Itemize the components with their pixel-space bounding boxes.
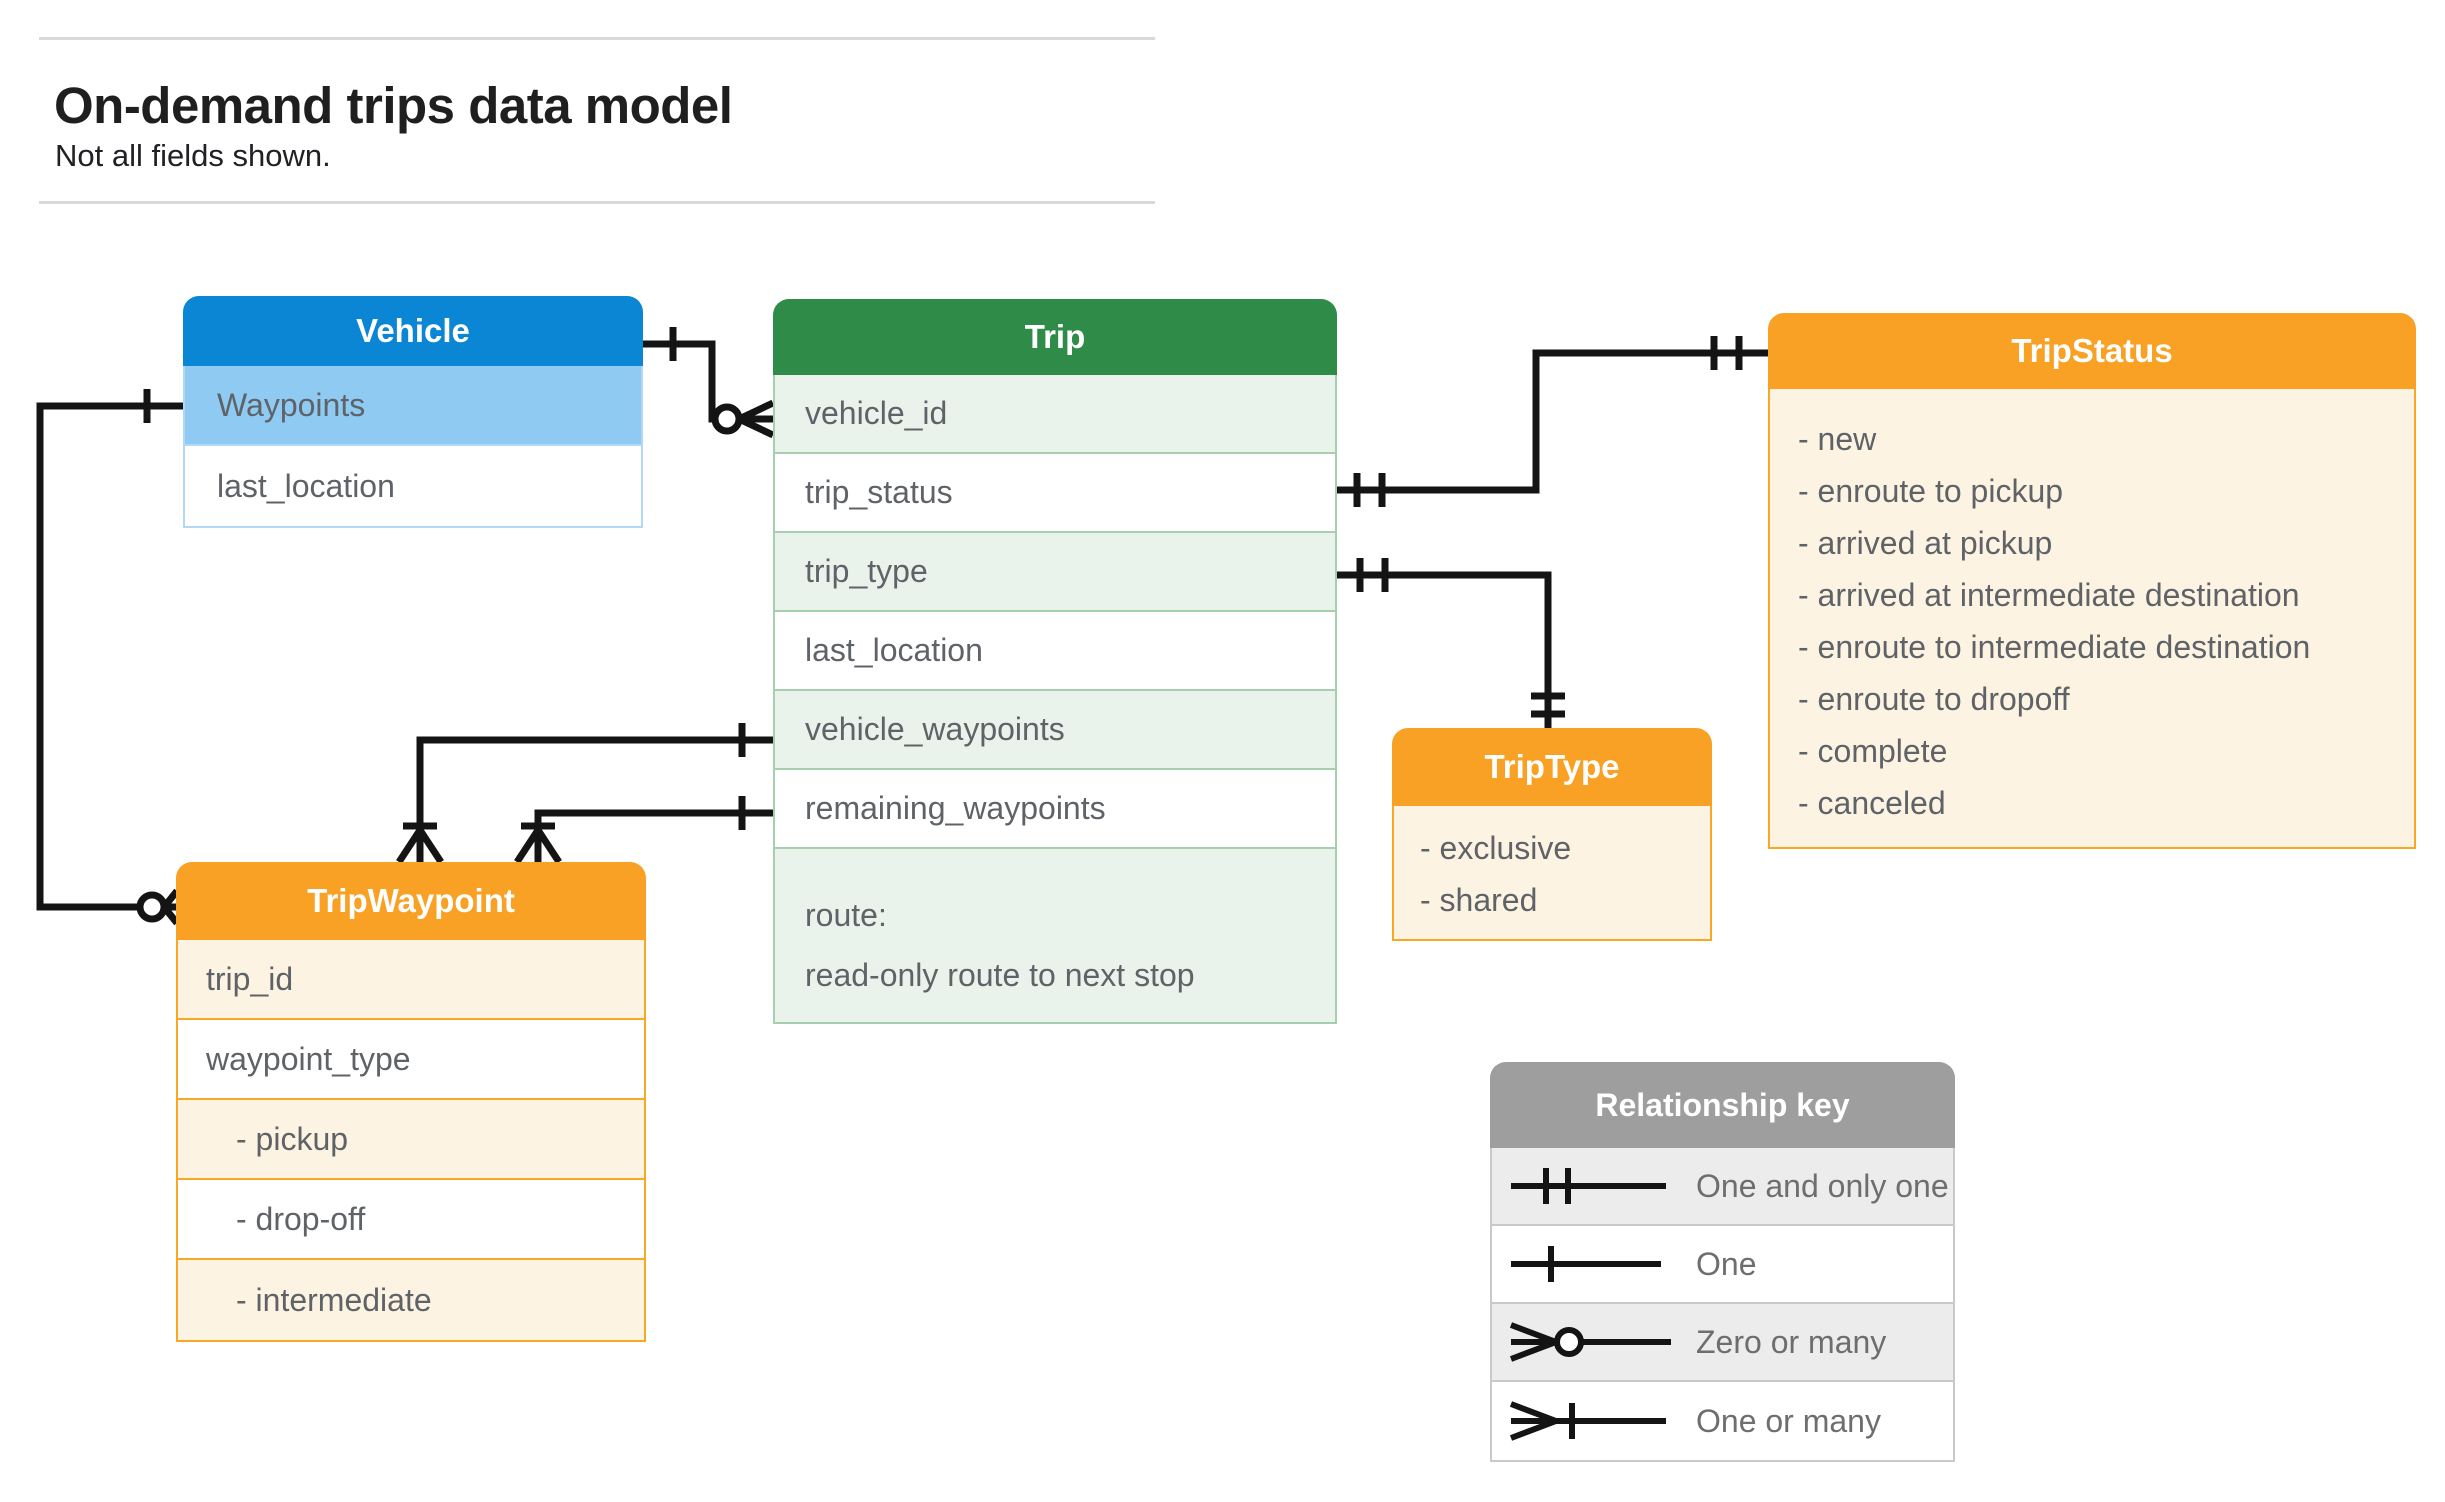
status-value-new: - new <box>1798 421 1877 457</box>
one-or-many-icon <box>1509 1401 1666 1441</box>
legend-label: One <box>1696 1245 1757 1282</box>
entity-tripstatus-title: TripStatus <box>1768 313 2416 389</box>
connector-vehicle-waypoints-to-tripwaypoint <box>396 723 773 864</box>
legend-row-one: One <box>1492 1226 1953 1304</box>
field-vehicle-waypoints: vehicle_waypoints <box>775 691 1335 770</box>
field-last-location: last_location <box>185 446 641 526</box>
crowfoot-icon <box>514 828 562 864</box>
entity-triptype: TripType - exclusive - shared <box>1392 728 1712 941</box>
status-value-complete: - complete <box>1798 733 1948 769</box>
connector-trip-status-to-tripstatus <box>1337 336 1768 507</box>
status-value-canceled: - canceled <box>1798 785 1946 821</box>
legend-row-one-and-only-one: One and only one <box>1492 1148 1953 1226</box>
entity-trip: Trip vehicle_id trip_status trip_type la… <box>773 299 1337 1024</box>
relationship-key-title: Relationship key <box>1490 1062 1955 1148</box>
double-tick-icon <box>1353 473 1386 507</box>
one-and-only-one-icon <box>1511 1168 1666 1204</box>
field-route-description: read-only route to next stop <box>805 957 1195 993</box>
entity-triptype-body: - exclusive - shared <box>1392 806 1712 941</box>
status-value-arrived-at-pickup: - arrived at pickup <box>1798 525 2053 561</box>
entity-tripwaypoint: TripWaypoint trip_id waypoint_type - pic… <box>176 862 646 1342</box>
status-value-enroute-to-dropoff: - enroute to dropoff <box>1798 681 2070 717</box>
entity-tripwaypoint-body: trip_id waypoint_type - pickup - drop-of… <box>176 940 646 1342</box>
entity-tripstatus: TripStatus - new - enroute to pickup - a… <box>1768 313 2416 849</box>
status-value-arrived-at-intermediate-destination: - arrived at intermediate destination <box>1798 577 2300 613</box>
header-bottom-divider <box>39 201 1155 204</box>
legend-row-zero-or-many: Zero or many <box>1492 1304 1953 1382</box>
double-tick-icon <box>1710 336 1743 370</box>
type-value-shared: - shared <box>1420 882 1538 918</box>
entity-tripwaypoint-title: TripWaypoint <box>176 862 646 940</box>
top-divider <box>39 37 1155 40</box>
field-trip-id: trip_id <box>178 940 644 1020</box>
legend-label: Zero or many <box>1696 1323 1887 1360</box>
connector-vehicle-waypoints-field-to-tripwaypoint <box>36 389 183 926</box>
status-value-enroute-to-intermediate-destination: - enroute to intermediate destination <box>1798 629 2311 665</box>
waypoint-value-pickup: - pickup <box>178 1100 644 1180</box>
field-last-location: last_location <box>775 612 1335 691</box>
field-waypoint-type: waypoint_type <box>178 1020 644 1100</box>
relationship-key: Relationship key One and only one One <box>1490 1062 1955 1462</box>
entity-tripstatus-body: - new - enroute to pickup - arrived at p… <box>1768 389 2416 849</box>
field-route: route: read-only route to next stop <box>775 849 1335 1022</box>
field-waypoints: Waypoints <box>185 366 641 446</box>
double-tick-icon <box>1356 558 1389 592</box>
type-value-exclusive: - exclusive <box>1420 830 1572 866</box>
connector-trip-type-to-triptype <box>1337 558 1565 728</box>
page-subtitle: Not all fields shown. <box>55 138 331 173</box>
field-route-label: route: <box>805 897 887 933</box>
relationship-key-body: One and only one One Zero or many On <box>1490 1148 1955 1462</box>
waypoint-value-drop-off: - drop-off <box>178 1180 644 1260</box>
entity-vehicle: Vehicle Waypoints last_location <box>183 296 643 528</box>
status-value-enroute-to-pickup: - enroute to pickup <box>1798 473 2064 509</box>
zero-or-many-icon <box>1509 1322 1671 1362</box>
entity-vehicle-title: Vehicle <box>183 296 643 366</box>
connector-remaining-waypoints-to-tripwaypoint <box>514 796 773 864</box>
entity-trip-title: Trip <box>773 299 1337 375</box>
crowfoot-icon <box>737 399 775 439</box>
field-vehicle-id: vehicle_id <box>775 375 1335 454</box>
field-trip-type: trip_type <box>775 533 1335 612</box>
legend-label: One or many <box>1696 1402 1881 1439</box>
entity-triptype-title: TripType <box>1392 728 1712 806</box>
double-tick-icon <box>1531 692 1565 718</box>
connector-vehicle-to-trip-vehicle-id <box>643 327 775 439</box>
waypoint-value-intermediate: - intermediate <box>178 1260 644 1340</box>
legend-row-one-or-many: One or many <box>1492 1382 1953 1460</box>
field-remaining-waypoints: remaining_waypoints <box>775 770 1335 849</box>
crowfoot-icon <box>396 828 444 864</box>
one-icon <box>1511 1246 1661 1282</box>
entity-vehicle-body: Waypoints last_location <box>183 366 643 528</box>
field-trip-status: trip_status <box>775 454 1335 533</box>
legend-label: One and only one <box>1696 1167 1949 1204</box>
zero-circle-icon <box>136 891 168 923</box>
page-title: On-demand trips data model <box>54 77 733 134</box>
entity-trip-body: vehicle_id trip_status trip_type last_lo… <box>773 375 1337 1024</box>
zero-circle-icon <box>711 403 743 435</box>
